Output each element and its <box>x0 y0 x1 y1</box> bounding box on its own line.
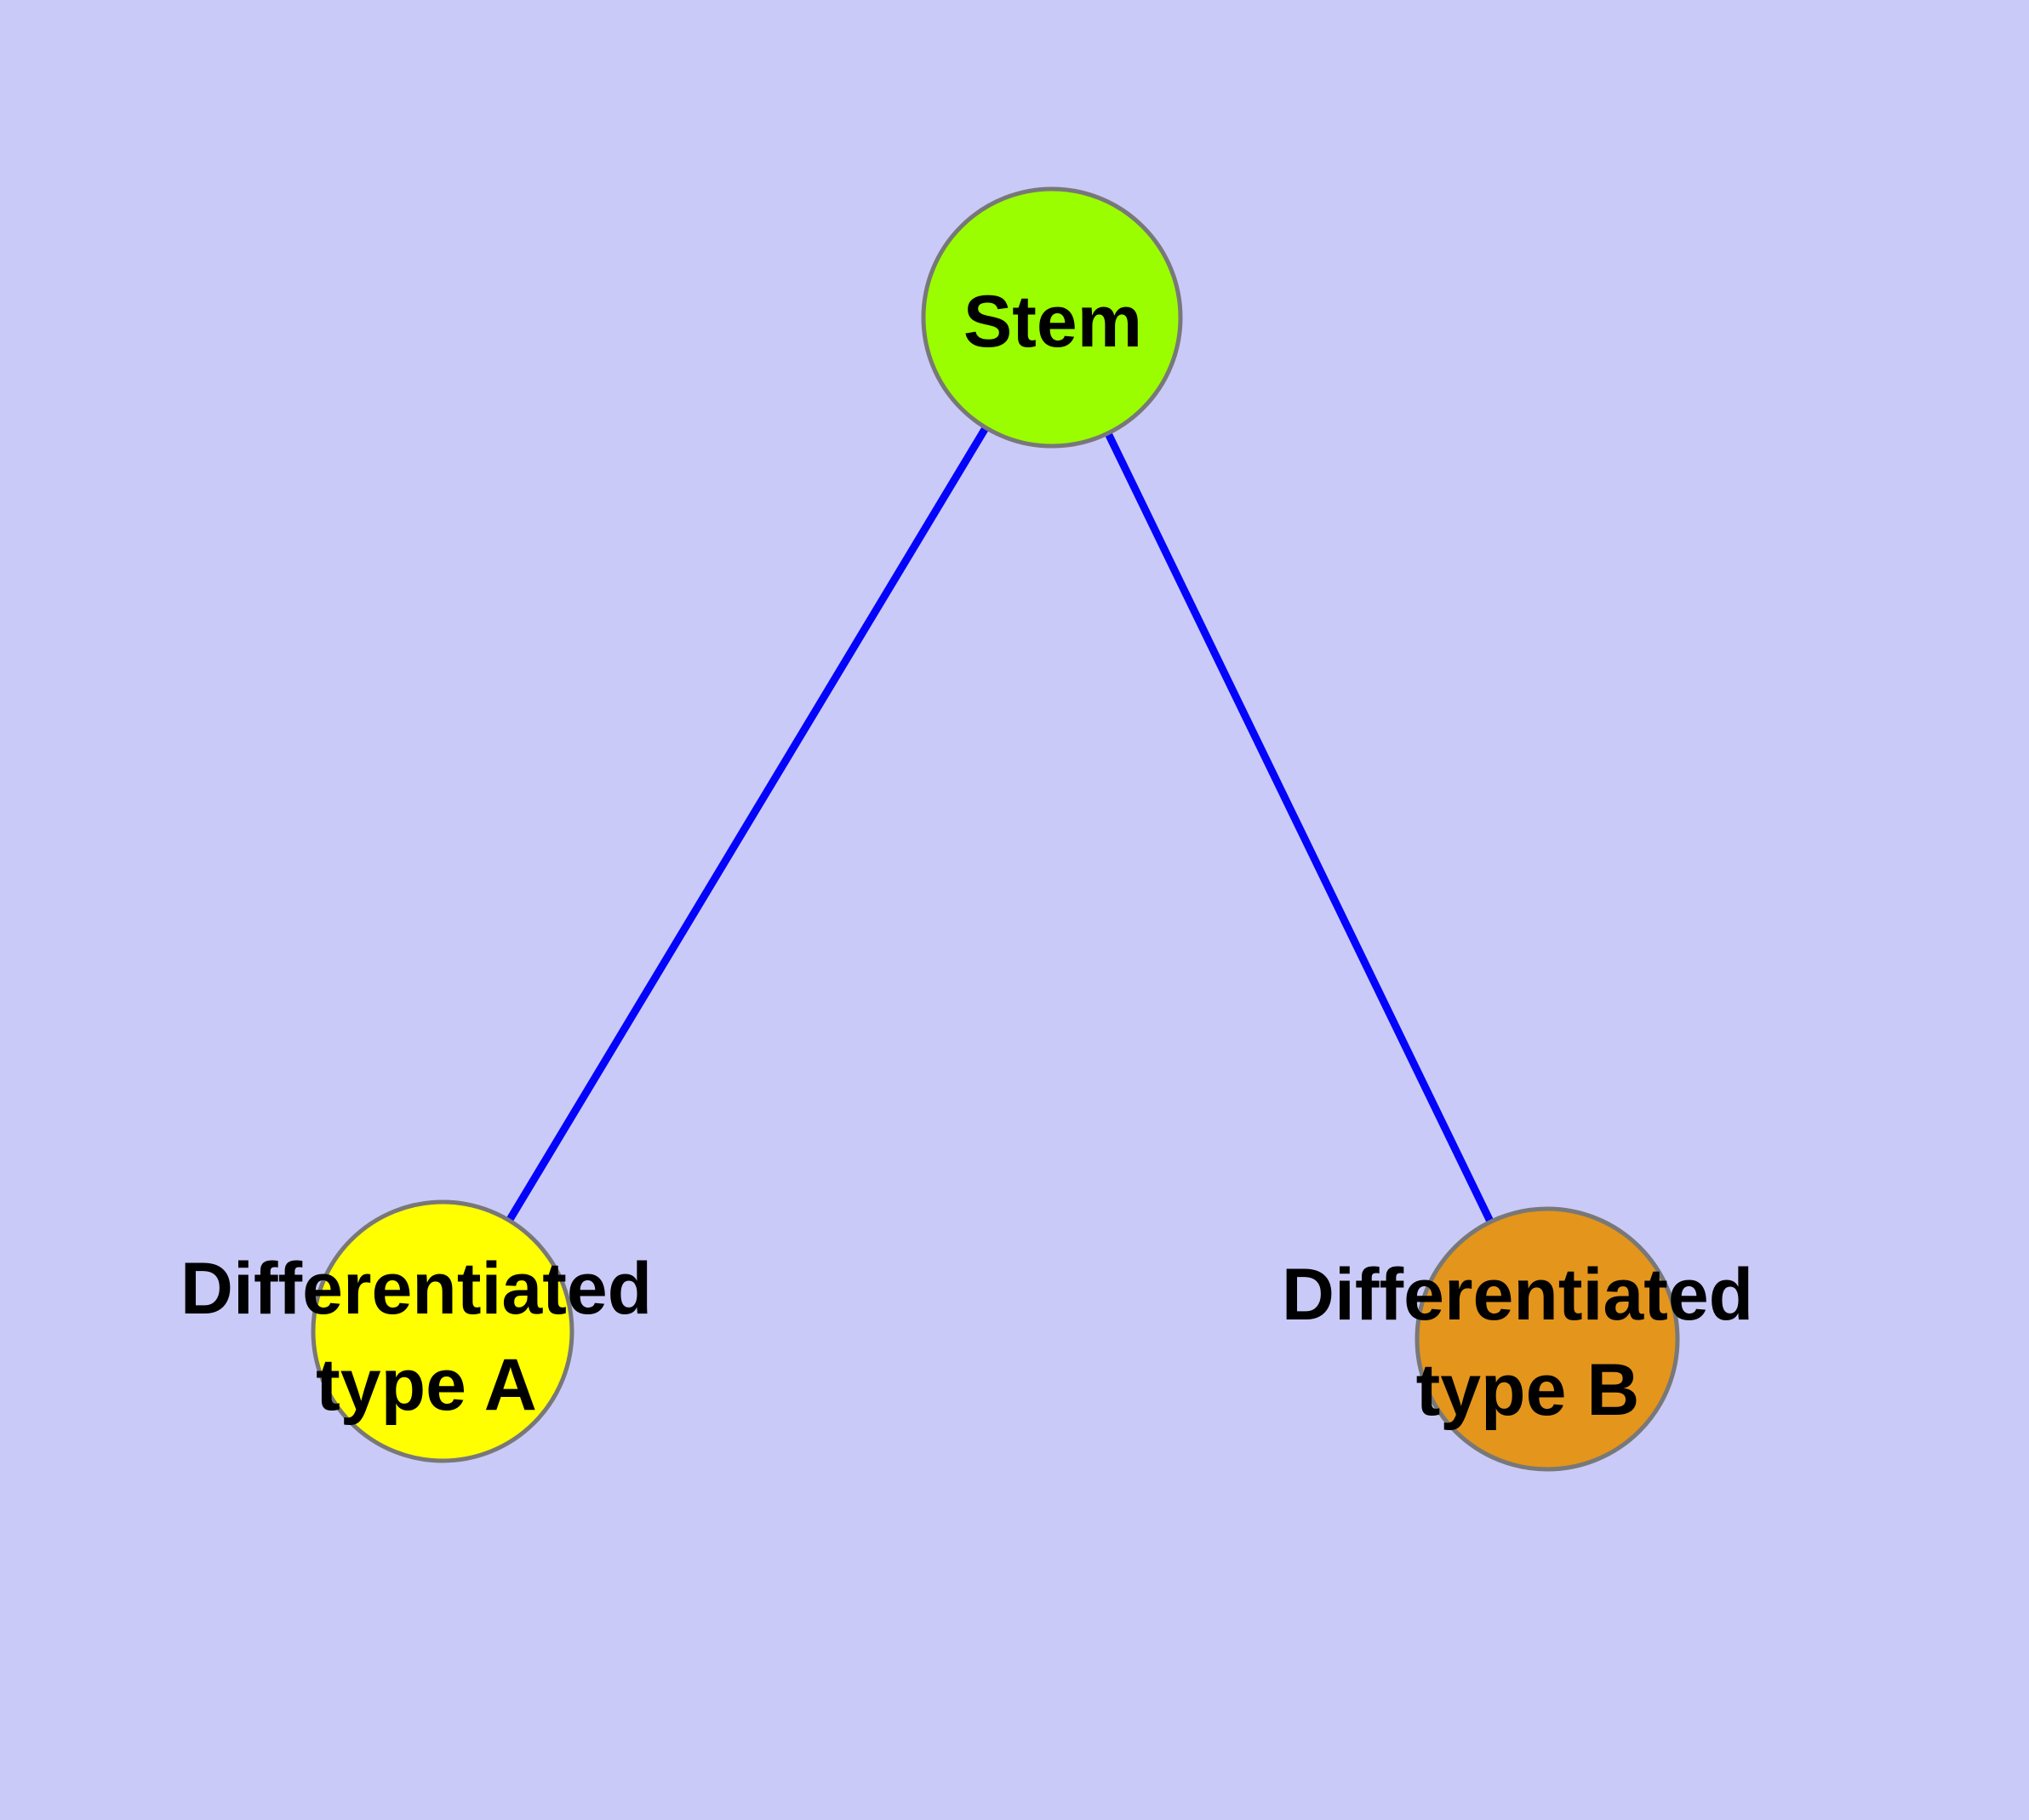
type-b-label-line-1: Differentiated <box>1282 1254 1753 1336</box>
type-b-node-label: Differentiated type B <box>1282 1254 1774 1431</box>
type-a-node <box>311 1199 574 1463</box>
type-a-label-line-1: Differentiated <box>180 1248 652 1330</box>
type-b-node <box>1415 1206 1680 1472</box>
type-a-node-label: Differentiated type A <box>180 1248 672 1426</box>
stem-node <box>921 186 1183 449</box>
type-b-label-line-2: type B <box>1416 1349 1640 1431</box>
type-a-label-line-2: type A <box>316 1344 537 1426</box>
edge-stem-to-type-a <box>439 315 1055 1334</box>
stem-node-label: Stem <box>963 281 1142 363</box>
edge-stem-to-type-b <box>1048 316 1552 1341</box>
